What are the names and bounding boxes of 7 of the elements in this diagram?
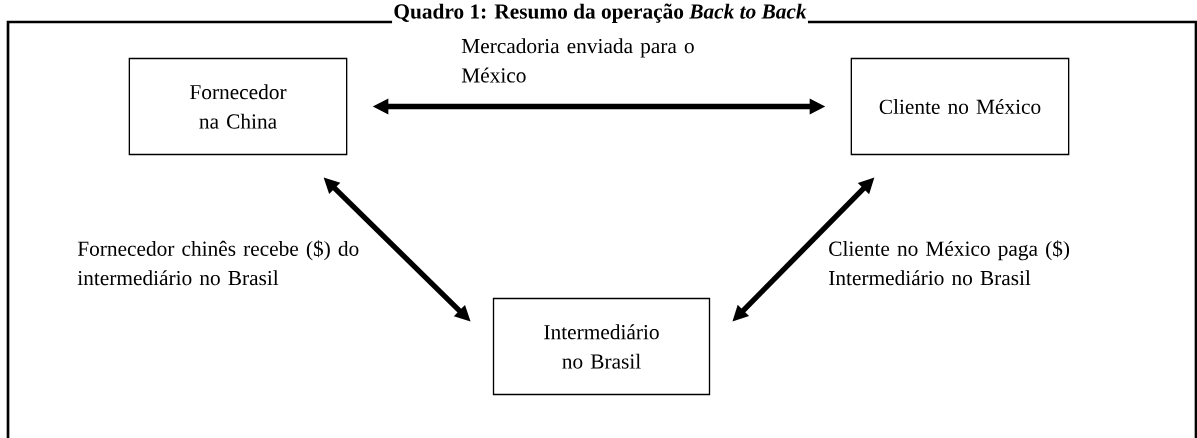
process-box: Intermediário no Brasil (492, 297, 711, 396)
process-box: Cliente no México (850, 57, 1070, 156)
edge-label: Mercadoria enviada para o México (461, 38, 694, 83)
edge-label: Cliente no México paga ($) Intermediário no Brasil (829, 240, 1070, 286)
process-box: Fornecedor na China (128, 57, 348, 156)
edge-label: Fornecedor chinês recebe ($) do intermediário no Brasil (77, 240, 359, 286)
title: Quadro 1: Resumo da operação Back to Back (392, 2, 808, 25)
